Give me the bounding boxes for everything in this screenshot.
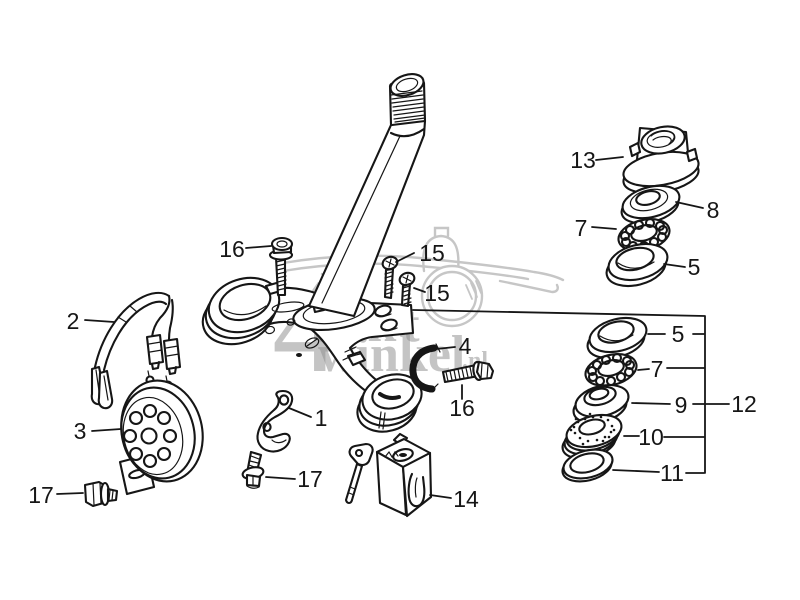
callout-11: 11 bbox=[660, 460, 684, 486]
callout-17-left: 17 bbox=[28, 482, 54, 508]
callout-3: 3 bbox=[74, 418, 87, 444]
part-cone-race-9 bbox=[572, 383, 630, 425]
wire-terminal bbox=[97, 369, 114, 410]
part-race-5-lower bbox=[586, 316, 648, 360]
callout-16-upper-left: 16 bbox=[219, 236, 245, 262]
callout-numbers: 16 15 15 13 8 7 5 2 3 17 1 17 4 16 14 5 … bbox=[28, 147, 757, 512]
callout-1: 1 bbox=[315, 405, 328, 431]
ghost-right-lever bbox=[498, 279, 559, 294]
part-horn bbox=[118, 370, 204, 496]
part-dust-seal-washer-8 bbox=[620, 184, 681, 225]
part-screw-15-lower bbox=[398, 271, 416, 308]
callout-7-lower: 7 bbox=[651, 356, 664, 382]
part-screw-15-upper bbox=[381, 255, 399, 300]
part-stem-nut-13 bbox=[622, 125, 700, 195]
callout-14: 14 bbox=[453, 486, 479, 512]
part-steering-lock bbox=[344, 432, 433, 518]
callout-4: 4 bbox=[459, 333, 472, 359]
spade-connector bbox=[145, 333, 165, 366]
part-race-5-upper bbox=[605, 242, 669, 288]
key-blade bbox=[344, 462, 364, 505]
part-washer-11 bbox=[561, 448, 614, 483]
callout-16-right: 16 bbox=[449, 395, 475, 421]
callout-12: 12 bbox=[731, 391, 757, 417]
part-bracket-1 bbox=[256, 389, 294, 453]
callout-17-right: 17 bbox=[297, 466, 323, 492]
part-ball-retainer-7-upper bbox=[617, 217, 671, 252]
part-ball-retainer-7-lower bbox=[584, 352, 638, 387]
callout-8: 8 bbox=[707, 197, 720, 223]
leader-lines bbox=[56, 156, 730, 499]
callout-5-upper: 5 bbox=[688, 254, 701, 280]
callout-7-upper: 7 bbox=[575, 215, 588, 241]
callout-15-upper: 15 bbox=[419, 240, 445, 266]
callout-9: 9 bbox=[675, 392, 688, 418]
callout-15-lower: 15 bbox=[424, 280, 450, 306]
callout-5-lower: 5 bbox=[672, 321, 685, 347]
part-bolt-16-upper-left bbox=[268, 236, 294, 297]
bearing-set-bracket bbox=[412, 309, 706, 474]
steering-stem-tube bbox=[307, 73, 427, 318]
bottom-bridge bbox=[201, 276, 423, 433]
seal-stipple bbox=[569, 412, 616, 446]
callout-13: 13 bbox=[570, 147, 596, 173]
part-bolt-16-right bbox=[441, 360, 495, 384]
callout-10: 10 bbox=[638, 424, 664, 450]
part-horn-wire bbox=[90, 291, 182, 410]
callout-2: 2 bbox=[67, 308, 80, 334]
part-screw-17-right bbox=[241, 450, 265, 489]
part-bolt-17-left bbox=[83, 480, 119, 508]
stem-threads bbox=[390, 90, 426, 123]
ghost-speedometer bbox=[422, 234, 460, 273]
